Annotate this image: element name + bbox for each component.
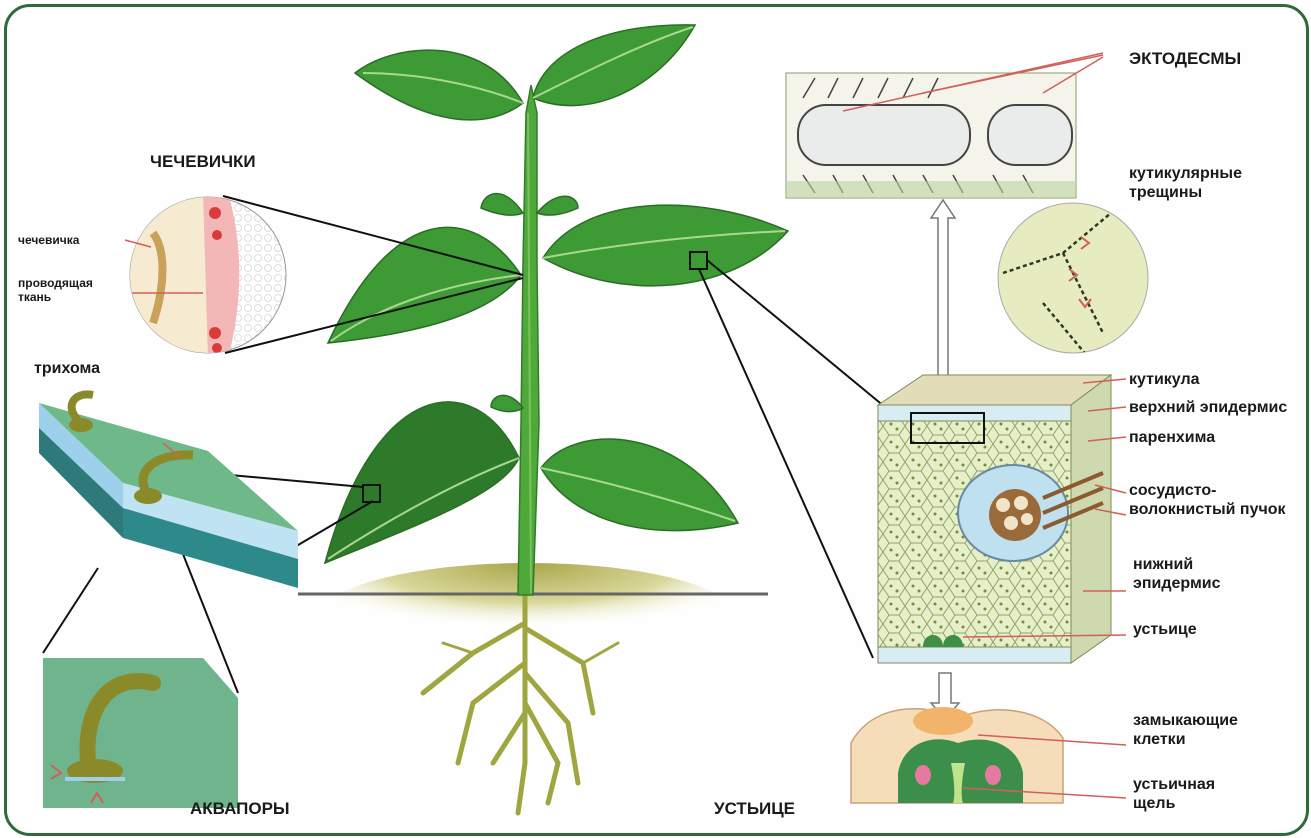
aquapore-zoom (43, 658, 238, 808)
leaf-cross-section (878, 375, 1126, 663)
stoma-title: УСТЬИЦЕ (714, 799, 795, 819)
lower-epidermis-label: нижний эпидермис (1133, 555, 1221, 593)
leaf-top-right (533, 25, 695, 106)
trichome-label: трихома (34, 360, 100, 378)
conducting-tissue-label: проводящая ткань (18, 276, 93, 305)
parenchyma-label: паренхима (1129, 429, 1215, 447)
lenticel-lens (125, 193, 286, 358)
up-arrow (931, 200, 955, 398)
guard-cells-label: замыкающие клетки (1133, 711, 1238, 749)
diagram-artwork (7, 7, 1306, 833)
stomatal-slit-label: устьичная щель (1133, 775, 1215, 813)
stoma-label: устьице (1133, 621, 1197, 639)
stoma-illustration (851, 707, 1126, 803)
upper-epidermis-label: верхний эпидермис (1129, 399, 1287, 417)
lenticels-title: ЧЕЧЕВИЧКИ (150, 152, 256, 172)
leaf-low-left (325, 402, 519, 563)
ectodesmata-box (786, 53, 1103, 198)
vascular-bundle-label: сосудисто- волокнистый пучок (1129, 481, 1286, 519)
leaves (325, 25, 788, 563)
leaf-mid-right (543, 205, 788, 286)
trichome-slab (39, 394, 298, 588)
ectodesmata-label: ЭКТОДЕСМЫ (1129, 49, 1241, 69)
cuticle-cracks-lens (998, 203, 1148, 363)
cuticle-label: кутикула (1129, 371, 1200, 389)
stem (518, 85, 539, 595)
leaf-low-right (541, 439, 738, 530)
leaf-top-left (355, 50, 523, 120)
aquapores-title: АКВАПОРЫ (190, 799, 290, 819)
lenticel-label: чечевичка (18, 233, 79, 247)
cuticle-cracks-label: кутикулярные трещины (1129, 164, 1242, 202)
diagram-frame: ЧЕЧЕВИЧКИ чечевичка проводящая ткань три… (4, 4, 1309, 836)
